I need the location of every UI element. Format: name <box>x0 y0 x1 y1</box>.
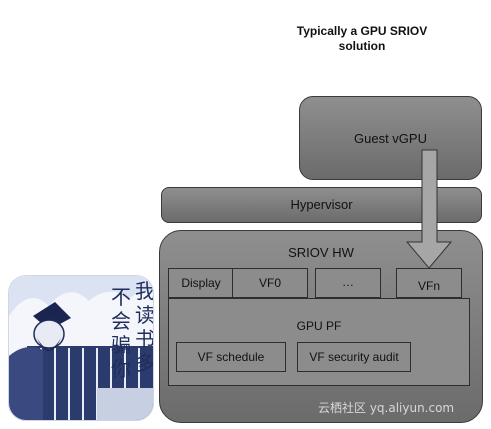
meme-char-8: 多 <box>135 351 154 375</box>
meme-char-2: 我 <box>135 279 154 303</box>
diagram-title: Typically a GPU SRIOV solution <box>262 24 462 54</box>
ellipsis-label: … <box>342 275 354 289</box>
vf-schedule-box: VF schedule <box>176 342 286 372</box>
meme-image: 不 我 会 读 骗 书 你 多 <box>8 275 154 421</box>
gpu-pf-label: GPU PF <box>296 319 342 333</box>
ellipsis-box: … <box>315 268 381 298</box>
hypervisor-label: Hypervisor <box>290 197 353 212</box>
vf-security-audit-box: VF security audit <box>297 342 411 372</box>
diagram-title-line1: Typically a GPU SRIOV <box>296 24 428 38</box>
display-label: Display <box>181 276 221 290</box>
sriov-hw-label: SRIOV HW <box>288 245 354 260</box>
vf0-label: VF0 <box>258 276 281 290</box>
meme-char-3: 会 <box>111 309 131 333</box>
meme-char-4: 读 <box>135 303 154 327</box>
guest-vgpu-label: Guest vGPU <box>354 131 427 146</box>
display-box: Display <box>168 268 234 298</box>
meme-illustration: 不 我 会 读 骗 书 你 多 <box>9 276 154 420</box>
guest-vgpu-box: Guest vGPU <box>299 96 482 180</box>
vfn-box: VFn <box>396 268 462 298</box>
hypervisor-box: Hypervisor <box>161 187 482 223</box>
meme-char-1: 不 <box>111 285 131 309</box>
watermark-text: 云栖社区 yq.aliyun.com <box>318 401 455 415</box>
vf-security-audit-label: VF security audit <box>309 350 399 364</box>
vf0-box: VF0 <box>232 268 308 298</box>
vf-schedule-label: VF schedule <box>197 350 265 364</box>
diagram-title-line2: solution <box>338 39 386 53</box>
meme-char-6: 书 <box>135 327 154 351</box>
meme-char-7: 你 <box>111 357 131 381</box>
vfn-label: VFn <box>417 279 440 293</box>
meme-char-5: 骗 <box>111 333 131 357</box>
